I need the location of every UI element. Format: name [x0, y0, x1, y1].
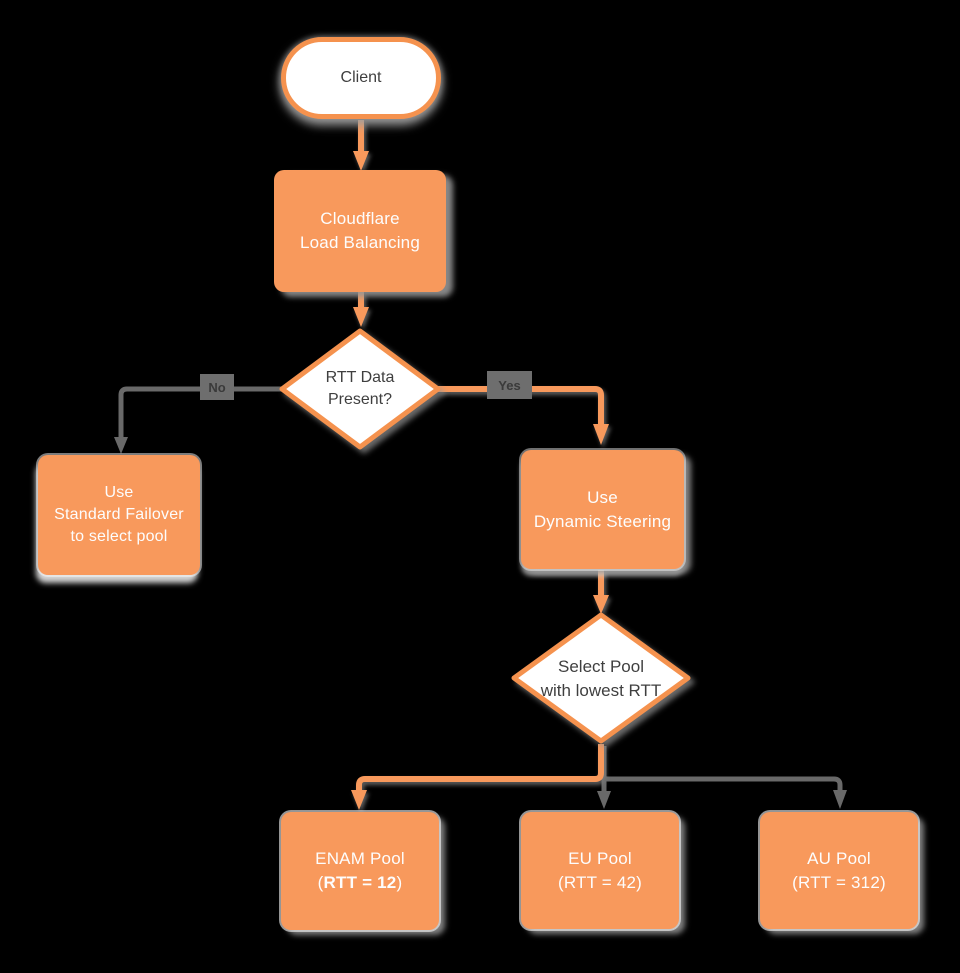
- decision-diamonds: [279, 328, 691, 744]
- load-balancer-node: Cloudflare Load Balancing: [274, 170, 446, 292]
- arrowhead-dyn-to-select-pool: [593, 595, 609, 614]
- au-pool-node: AU Pool (RTT = 312): [760, 812, 918, 929]
- enam-pool-node: ENAM Pool (RTT = 12): [281, 812, 439, 930]
- connector-yes-branch: [438, 386, 604, 426]
- eu-pool-title: EU Pool: [568, 848, 632, 868]
- client-label: Client: [340, 69, 382, 86]
- select-pool-line2: with lowest RTT: [540, 681, 662, 700]
- select-pool-line1: Select Pool: [558, 657, 644, 676]
- arrowhead-client-to-lb: [353, 151, 369, 171]
- standard-failover-line3: to select pool: [70, 528, 168, 545]
- standard-failover-node: Use Standard Failover to select pool: [38, 455, 200, 575]
- arrowhead-yes-branch: [593, 424, 609, 445]
- eu-pool-rtt: (RTT = 42): [557, 872, 643, 892]
- rtt-decision-line1: RTT Data: [325, 369, 395, 386]
- enam-rtt-close: ): [396, 873, 403, 892]
- dynamic-steering-line2: Dynamic Steering: [533, 511, 672, 531]
- orange-connectors: [351, 120, 609, 810]
- dynamic-steering-line1: Use: [587, 487, 618, 507]
- connector-no-branch: [118, 386, 282, 439]
- enam-pool-rtt: (RTT = 12): [318, 871, 403, 895]
- select-pool-diamond: [511, 612, 691, 744]
- rtt-decision-label: RTT Data Present?: [285, 358, 435, 420]
- arrowhead-lb-to-rtt-decision: [353, 307, 369, 327]
- au-pool-title: AU Pool: [807, 848, 871, 868]
- arrowhead-enam-pool: [351, 790, 367, 810]
- dynamic-steering-node: Use Dynamic Steering: [521, 450, 684, 569]
- no-edge-label-text: No: [208, 379, 226, 395]
- load-balancer-line2: Load Balancing: [299, 233, 420, 252]
- select-pool-label: Select Pool with lowest RTT: [516, 648, 686, 710]
- standard-failover-line2: Standard Failover: [54, 506, 184, 523]
- connector-to-enam-pool: [356, 744, 604, 792]
- yes-edge-label-text: Yes: [498, 377, 521, 393]
- no-edge-label: No: [200, 374, 234, 400]
- arrowhead-eu-pool: [597, 791, 611, 809]
- yes-edge-label: Yes: [487, 371, 532, 399]
- load-balancer-line1: Cloudflare: [320, 209, 400, 228]
- rtt-decision-diamond: [279, 328, 441, 450]
- rtt-decision-line2: Present?: [327, 391, 393, 408]
- eu-pool-node: EU Pool (RTT = 42): [521, 812, 679, 929]
- au-pool-rtt: (RTT = 312): [792, 872, 886, 892]
- client-node: Client: [281, 37, 441, 119]
- enam-rtt-value: RTT = 12: [323, 873, 397, 892]
- connector-to-au-pool: [599, 756, 843, 792]
- standard-failover-line1: Use: [104, 484, 134, 501]
- arrowhead-no-branch: [114, 437, 128, 454]
- gray-connectors: [114, 386, 847, 809]
- enam-rtt-open: (: [317, 873, 324, 892]
- arrowhead-au-pool: [833, 790, 847, 809]
- enam-pool-title: ENAM Pool: [315, 849, 405, 868]
